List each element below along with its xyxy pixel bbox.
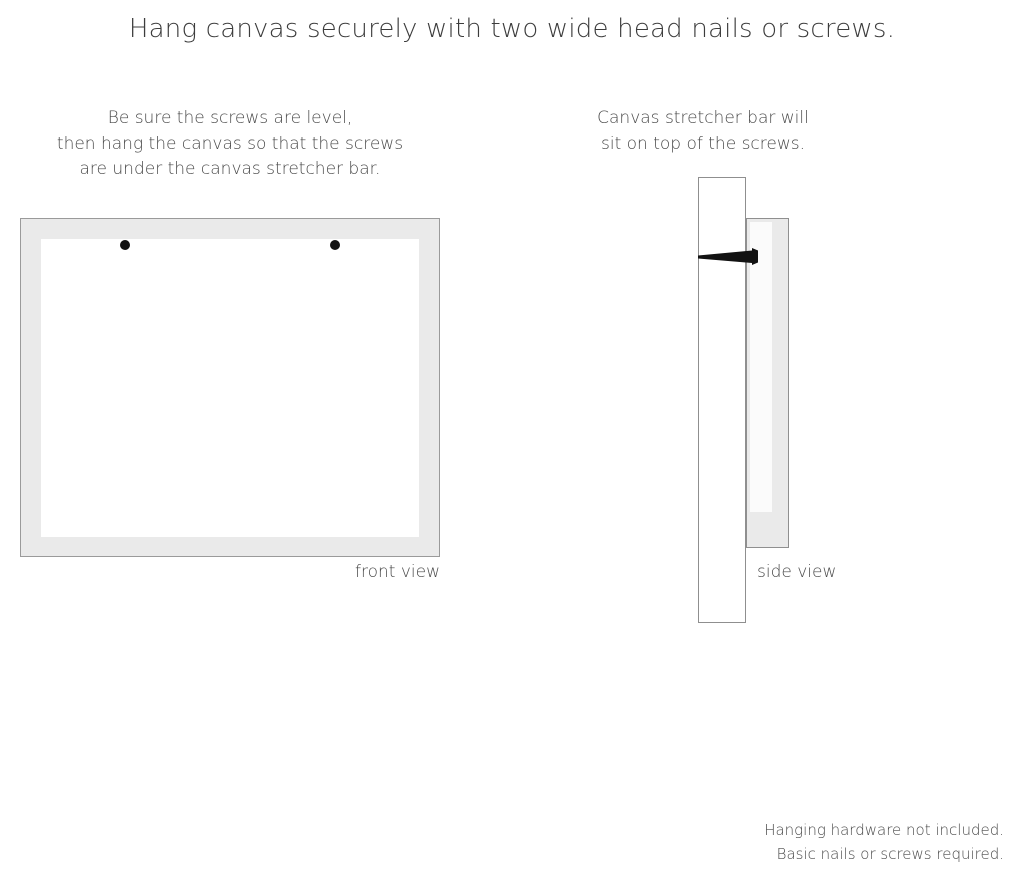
side-view-label: side view bbox=[757, 562, 837, 582]
canvas-face-area bbox=[41, 239, 419, 537]
hardware-disclaimer-line-1: Hanging hardware not included. bbox=[764, 821, 1004, 839]
front-view-diagram bbox=[20, 218, 440, 557]
side-view-instructions: Canvas stretcher bar will sit on top of … bbox=[553, 106, 853, 157]
hardware-disclaimer: Hanging hardware not included. Basic nai… bbox=[764, 818, 1004, 866]
front-view-instruction-line-2: then hang the canvas so that the screws bbox=[56, 133, 404, 154]
wall-cross-section bbox=[698, 177, 746, 623]
page-title: Hang canvas securely with two wide head … bbox=[128, 14, 896, 44]
screw-head-icon-right bbox=[330, 240, 340, 250]
front-view-instructions: Be sure the screws are level, then hang … bbox=[20, 106, 440, 183]
canvas-stretcher-bar-inner-face bbox=[750, 222, 772, 512]
front-view-label: front view bbox=[355, 562, 440, 582]
side-view-instruction-line-2: sit on top of the screws. bbox=[600, 133, 806, 154]
screw-head-icon-left bbox=[120, 240, 130, 250]
side-view-instruction-line-1: Canvas stretcher bar will bbox=[597, 108, 809, 128]
side-view-diagram bbox=[690, 170, 870, 630]
front-view-instruction-line-3: are under the canvas stretcher bar. bbox=[79, 159, 381, 179]
front-view-instruction-line-1: Be sure the screws are level, bbox=[107, 108, 353, 128]
hardware-disclaimer-line-2: Basic nails or screws required. bbox=[776, 845, 1004, 863]
screw-side-profile-icon bbox=[698, 248, 758, 265]
